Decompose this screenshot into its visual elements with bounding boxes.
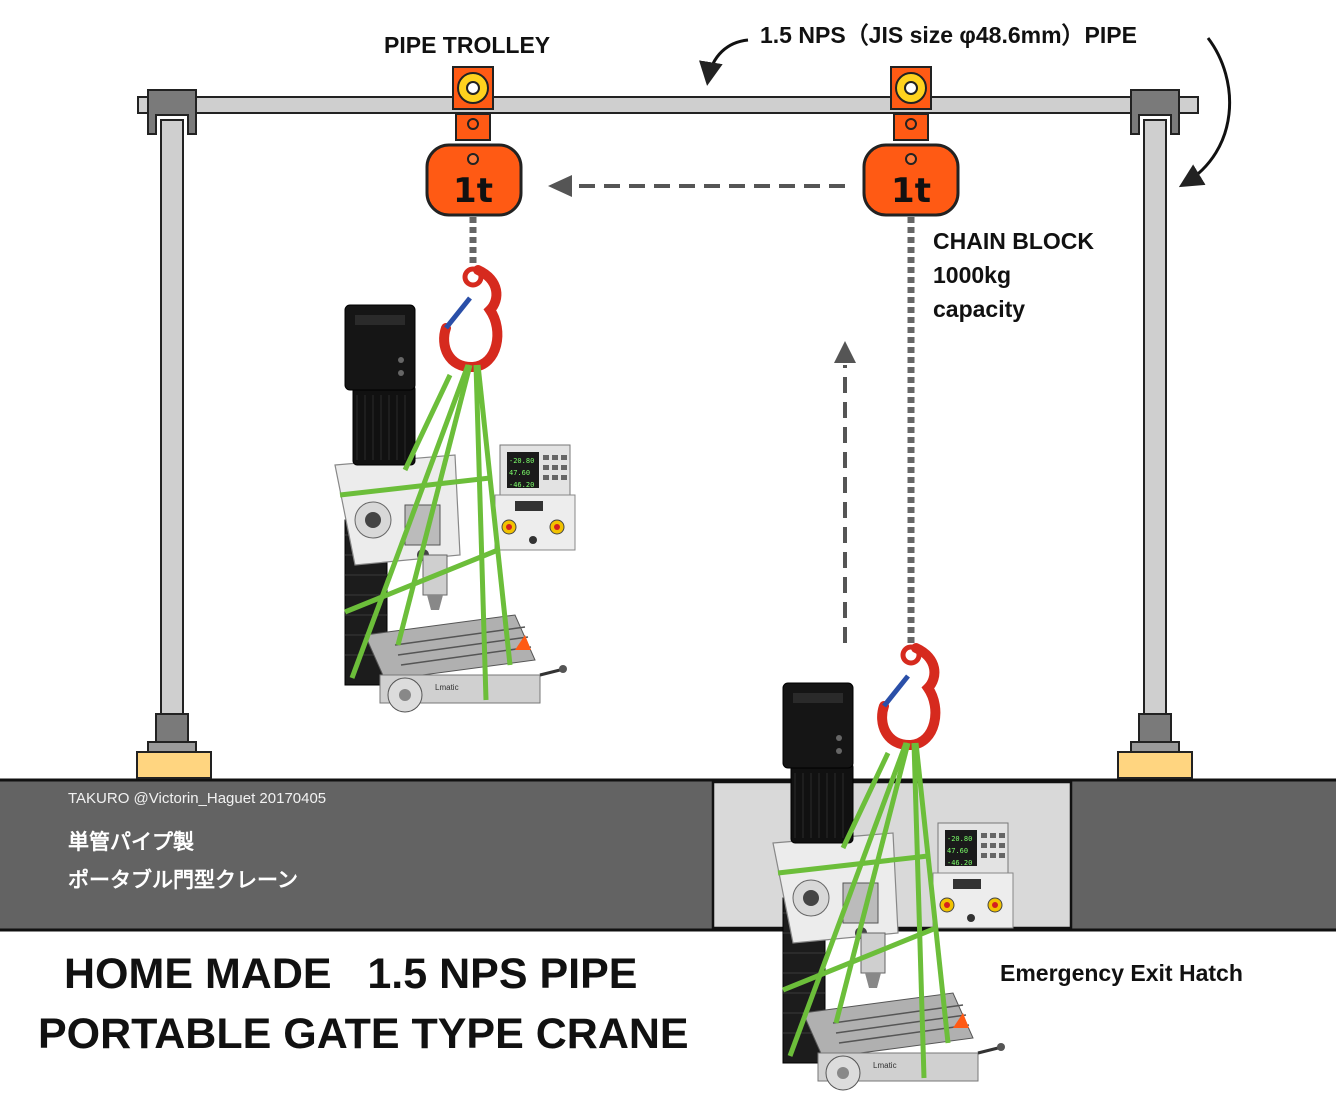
- main-title-line1: HOME MADE 1.5 NPS PIPE: [64, 950, 638, 998]
- trolley-travel-arrow: [548, 175, 845, 197]
- author-credit: TAKURO @Victorin_Haguet 20170405: [68, 790, 327, 807]
- floor-slab: [0, 780, 1336, 930]
- right-corner-clamp: [1130, 89, 1180, 135]
- chain-block-capacity-word: capacity: [933, 296, 1026, 322]
- gantry-frame: [136, 89, 1199, 779]
- left-hook: [439, 265, 503, 372]
- top-beam-pipe: [137, 96, 1199, 114]
- right-sling-lines: [777, 742, 951, 1079]
- main-title-line2: PORTABLE GATE TYPE CRANE: [38, 1010, 689, 1058]
- japanese-title-line1: 単管パイプ製: [68, 831, 194, 854]
- right-hoist-rating: 1t: [891, 171, 931, 211]
- left-hoist-rating: 1t: [453, 171, 493, 211]
- left-sling-lines: [339, 364, 513, 701]
- right-foot-pad: [1117, 751, 1193, 779]
- left-foot-pad: [136, 751, 212, 779]
- left-pipe-trolley: [452, 66, 494, 141]
- right-leg-pipe: [1143, 119, 1167, 721]
- right-hook: [877, 643, 941, 750]
- chain-block-capacity: 1000kg: [933, 262, 1012, 288]
- pipe-callout-arrow-beam: [699, 38, 749, 86]
- left-chain-block: 1t: [425, 143, 523, 217]
- japanese-title-line2: ポータブル門型クレーン: [68, 869, 298, 892]
- pipe-callout-arrow-leg: [1178, 37, 1232, 188]
- pipe-trolley-label: PIPE TROLLEY: [384, 32, 551, 58]
- chain-block-title: CHAIN BLOCK: [933, 228, 1094, 254]
- right-chain-block: 1t: [862, 143, 960, 217]
- lift-direction-arrow: [834, 341, 856, 643]
- left-corner-clamp: [147, 89, 197, 135]
- left-leg-pipe: [160, 119, 184, 721]
- right-pipe-trolley: [890, 66, 932, 141]
- emergency-exit-hatch-label: Emergency Exit Hatch: [1000, 960, 1243, 986]
- pipe-spec-label: 1.5 NPS（JIS size φ48.6mm）PIPE: [760, 22, 1137, 48]
